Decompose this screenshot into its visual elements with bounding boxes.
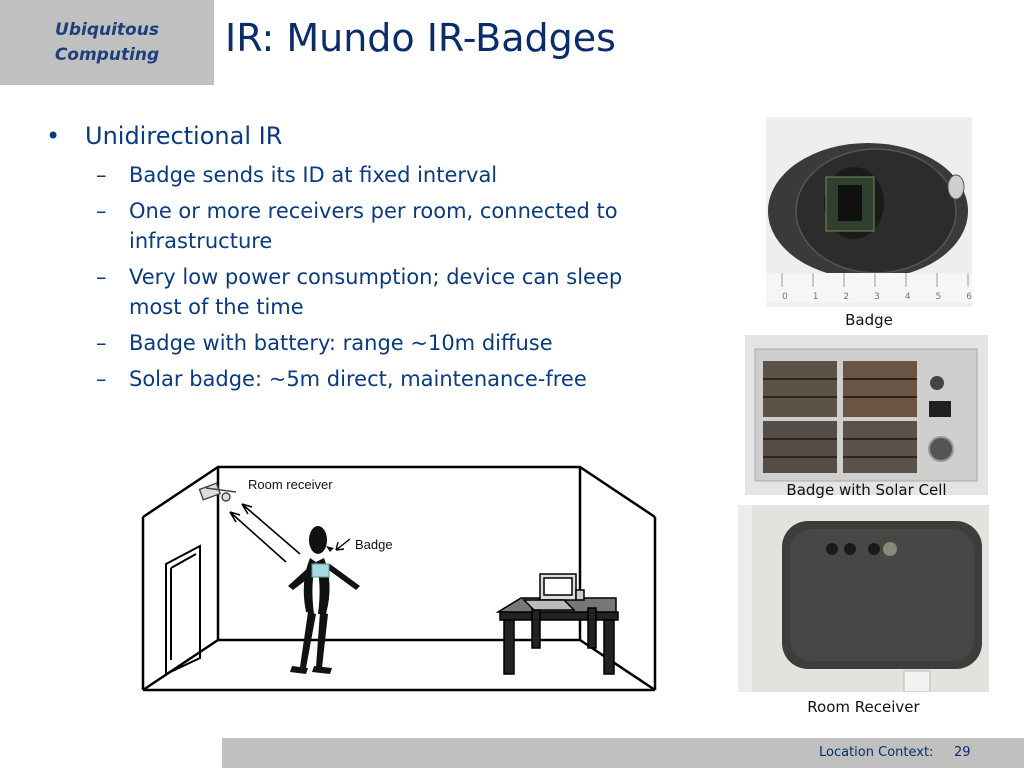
dash-marker: – (96, 199, 107, 223)
badge-caption: Badge (845, 311, 893, 329)
sub-bullet-text: Solar badge: ~5m direct, maintenance-fre… (129, 367, 587, 391)
sub-bullet-item: – Badge with battery: range ~10m diffuse (40, 328, 654, 358)
solar-badge-photo (745, 335, 988, 495)
sub-bullet-item: – Solar badge: ~5m direct, maintenance-f… (40, 364, 654, 394)
sub-bullet-text: Badge sends its ID at fixed interval (129, 163, 498, 187)
dash-marker: – (96, 367, 107, 391)
desk-with-computer (495, 573, 619, 675)
brand-label: Ubiquitous Computing (0, 18, 214, 68)
sub-bullet-text: One or more receivers per room, connecte… (129, 199, 618, 253)
slide-title: IR: Mundo IR-Badges (225, 16, 616, 60)
badge-label: Badge (355, 537, 393, 552)
ruler-digits: 0 1 2 3 4 5 6 (782, 292, 972, 302)
brand-box (0, 0, 214, 85)
bullet-item: • Unidirectional IR (40, 122, 660, 150)
footer-label: Location Context: (819, 745, 934, 760)
badge-label-arrow (335, 538, 351, 551)
sub-bullet-text: Badge with battery: range ~10m diffuse (129, 331, 553, 355)
sub-bullet-item: – One or more receivers per room, connec… (40, 196, 654, 256)
dash-marker: – (96, 331, 107, 355)
dash-marker: – (96, 265, 107, 289)
room-diagram: Room receiver Badge (141, 465, 657, 692)
sub-bullet-text: Very low power consumption; device can s… (129, 265, 623, 319)
brand-line-1: Ubiquitous (55, 20, 159, 40)
bullet-dot: • (46, 122, 61, 150)
dash-marker: – (96, 163, 107, 187)
badge-marker (311, 563, 330, 578)
room-receiver-caption: Room Receiver (807, 698, 920, 716)
bullet-text: Unidirectional IR (85, 122, 283, 150)
solar-badge-caption: Badge with Solar Cell (786, 481, 947, 499)
door (165, 544, 201, 676)
room-receiver-icon (198, 482, 237, 502)
room-receiver-photo (738, 505, 989, 692)
badge-photo: 0 1 2 3 4 5 6 (766, 117, 972, 307)
person-figure (288, 526, 360, 674)
sub-bullet-item: – Very low power consumption; device can… (40, 262, 654, 322)
sub-bullet-item: – Badge sends its ID at fixed interval (40, 160, 654, 190)
page-number: 29 (954, 745, 971, 760)
footer-bar (222, 738, 1024, 768)
brand-line-2: Computing (54, 45, 160, 65)
bullet-list: • Unidirectional IR – Badge sends its ID… (40, 122, 660, 400)
room-receiver-label: Room receiver (248, 477, 333, 492)
